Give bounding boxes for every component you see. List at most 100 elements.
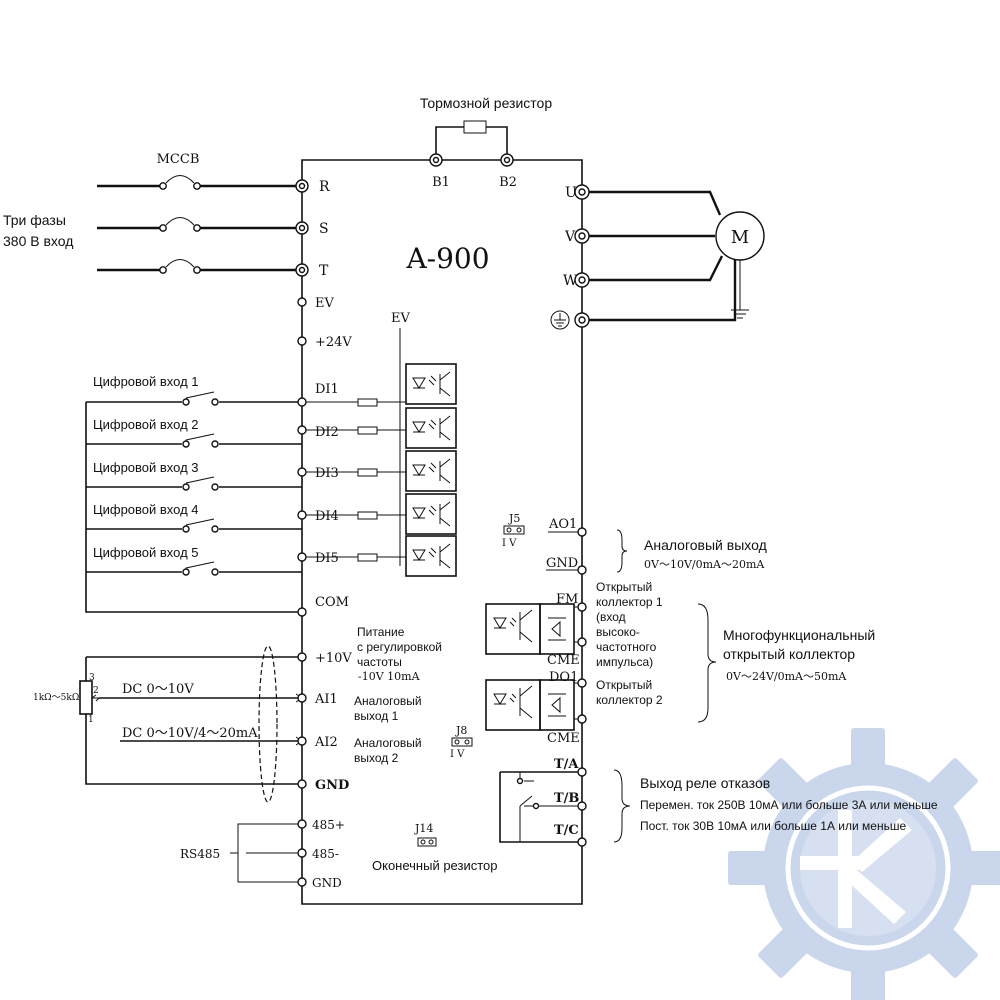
supply-terminals: EV +24V EV [297,296,410,566]
terminal-ao-gnd: GND [546,556,578,571]
terminal-10v: +10V [315,651,352,666]
terminal-485n: 485- [312,847,339,861]
multifunction-label-2: открытый коллектор [723,646,855,662]
oc1-label-6: импульса) [596,655,653,669]
pot-pin-1: 1 [88,715,94,725]
rs485: RS485 485+ 485- GND J14 Оконечный резист… [180,818,498,890]
relay-ac-spec: Перемен. ток 250В 10мА или больше 3А или… [640,798,938,812]
j14-label: J14 [414,822,433,835]
potentiometer: 3 2 1 1kΩ～5kΩ [33,657,302,785]
model-title: A-900 [405,242,489,275]
terminal-tc: T/C [554,823,579,838]
multifunction-spec: 0V～24V/0mA～50mA [726,670,847,683]
terminal-di4: DI4 [315,509,339,524]
three-phase-label: Три фазы [3,212,66,228]
ground-icon [550,310,570,330]
oc1-label-5: частотного [596,640,657,654]
braking-resistor-label: Тормозной резистор [420,95,552,111]
terminal-ai2: AI2 [314,735,338,750]
digital-input-row-1: Цифровой вход 1 DI1 [86,374,406,407]
terminal-485p: 485+ [312,818,345,832]
pot-pin-3: 3 [89,673,95,683]
terminal-b2: B2 [499,175,517,190]
terminal-di1: DI1 [315,382,339,397]
watermark-gear-logo [728,728,1000,1000]
terminal-di2: DI2 [315,425,339,440]
terminal-di5: DI5 [315,551,339,566]
terminal-do1: DO1 [549,670,578,685]
j5-label: J5 [508,512,520,525]
oc1-label-1: Открытый [596,580,652,594]
braking-resistor: Тормозной резистор B1 B2 [420,95,552,190]
terminal-s: S [319,221,329,237]
digital-input-label: Цифровой вход 5 [93,545,199,560]
ai2-label-2: выход 2 [354,751,399,765]
terminal-cme-1: CME [547,653,580,668]
jumper-j14: J14 [414,822,437,847]
oc1-label-2: коллектор 1 [596,595,663,609]
motor-symbol: M [731,227,749,248]
terminal-w: W [563,273,578,289]
voltage-input-label: 380 В вход [3,233,73,249]
terminal-ev: EV [315,296,334,311]
terminal-485-gnd: GND [312,876,342,890]
power-input: MCCB Три фазы 380 В вход R S T [3,152,330,279]
terminal-u: U [565,185,577,201]
supply-spec: -10V 10mA [358,670,421,683]
relay-title: Выход реле отказов [640,775,770,791]
rs485-label: RS485 [180,847,220,861]
digital-input-row-3: Цифровой вход 3 DI3 [86,460,406,491]
oc1-label-3: (вход [596,610,626,624]
relay-dc-spec: Пост. ток 30В 10мА или больше 1А или мен… [640,819,906,833]
ai2-signal: DC 0～10V/4～20mA [122,726,258,741]
terminal-ao1: AO1 [548,517,577,532]
analog-output-spec: 0V～10V/0mA～20mA [644,558,765,571]
terminal-b1: B1 [432,175,450,190]
oc2-label-2: коллектор 2 [596,693,663,707]
termination-label: Оконечный резистор [372,858,498,873]
terminal-com: COM [315,595,349,610]
oc2-label-1: Открытый [596,678,652,692]
digital-input-row-2: Цифровой вход 2 DI2 [86,417,406,448]
open-collector: FM CME DO1 CME Открытый коллектор 1 (вхо… [485,580,875,746]
terminal-tb: T/B [554,791,579,806]
terminal-t: T [319,263,329,279]
j5-iv: I V [502,538,517,549]
terminal-r: R [319,179,330,195]
mccb-label: MCCB [157,152,200,167]
digital-input-label: Цифровой вход 3 [93,460,199,475]
multifunction-label-1: Многофункциональный [723,627,875,643]
motor-output: M U V W [550,184,765,330]
supply-label-2: с регулировкой [357,640,442,654]
terminal-24v: +24V [315,335,352,350]
digital-input-label: Цифровой вход 1 [93,374,199,389]
oc1-label-4: высоко- [596,625,640,639]
pot-label: 1kΩ～5kΩ [33,693,79,703]
digital-input-row-5: Цифровой вход 5 DI5 [86,545,406,576]
terminal-cme-2: CME [547,731,580,746]
analog-output: J5 I V AO1 GND Аналоговый выход 0V～10V/0… [502,512,767,575]
analog-output-title: Аналоговый выход [644,537,767,553]
terminal-fm: FM [556,592,578,607]
optocoupler-stack [405,363,457,577]
ev-top-label: EV [391,311,410,326]
terminal-ai1: AI1 [314,692,338,707]
digital-input-label: Цифровой вход 2 [93,417,199,432]
supply-label-1: Питание [357,625,405,639]
ai2-label-1: Аналоговый [354,736,422,750]
j8-iv: I V [450,749,465,760]
supply-label-3: частоты [357,655,402,669]
ai1-signal: DC 0～10V [122,682,194,697]
digital-input-label: Цифровой вход 4 [93,502,199,517]
fault-relay: T/A T/B T/C Выход реле отказов Перемен. … [499,757,938,847]
jumper-j5: J5 I V [502,512,525,549]
j8-label: J8 [455,724,467,737]
jumper-j8: J8 I V [450,724,473,760]
ai1-label-1: Аналоговый [354,694,422,708]
ai1-label-2: выход 1 [354,709,399,723]
pot-pin-2: 2 [93,686,99,696]
digital-input-row-4: Цифровой вход 4 DI4 [86,502,406,533]
digital-inputs: COM Цифровой вход 1 DI1 Цифровой вход 2 … [85,363,457,617]
terminal-ta: T/A [554,757,579,772]
